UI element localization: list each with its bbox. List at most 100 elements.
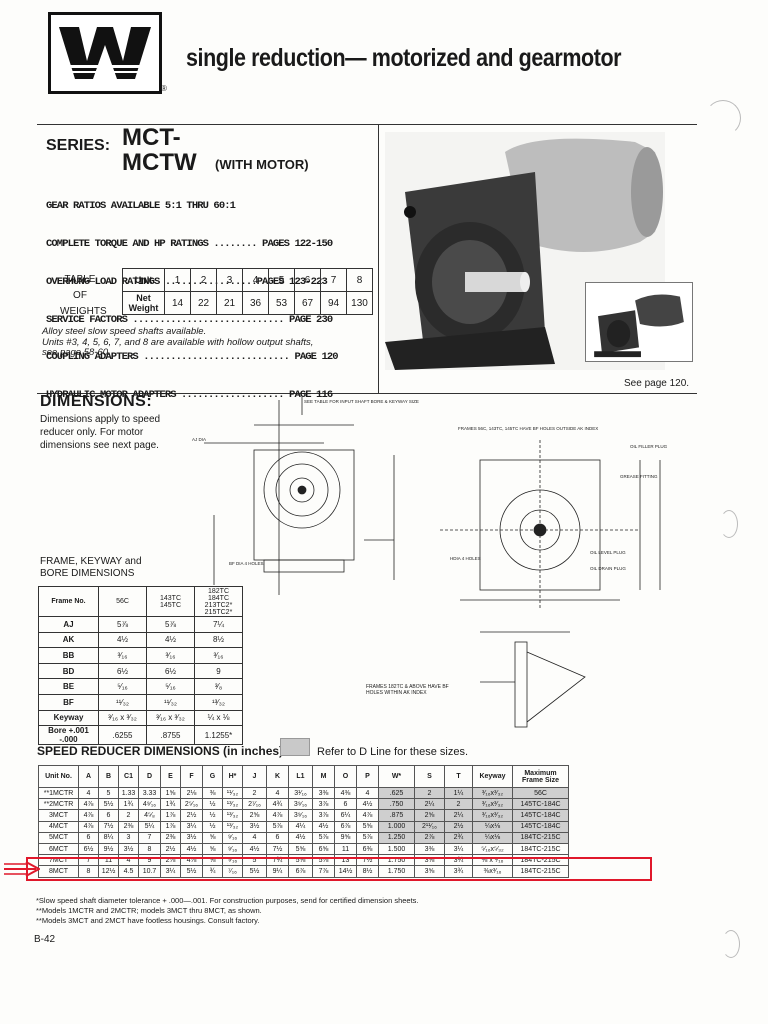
table-cell: 2	[118, 809, 139, 822]
table-cell: ½	[202, 820, 223, 833]
dimensions-description: Dimensions apply to speed reducer only. …	[40, 414, 161, 451]
series-name: MCT-	[122, 124, 181, 151]
spec-line: HYDRAULIC MOTOR ADAPTERS ...............…	[46, 389, 333, 402]
weights-row-values: Net Weight 14 22 21 36 53 67 94 130	[122, 291, 373, 315]
series-name: MCTW	[122, 149, 197, 176]
table-cell: 5⅝	[288, 842, 313, 856]
table-cell: 2½	[160, 842, 181, 856]
table-cell: ¹¹⁄₃₂	[222, 786, 243, 800]
series-label: SERIES:	[46, 137, 111, 154]
table-cell: 7	[138, 831, 161, 844]
table-cell: 145TC-184C	[512, 798, 569, 811]
table-cell: 145TC-184C	[512, 820, 569, 833]
table-cell: 6MCT	[38, 842, 79, 856]
column-header: S	[414, 765, 445, 788]
column-header: F	[180, 765, 203, 788]
table-cell: ¼x⅛	[472, 820, 513, 833]
table-cell: ⅝	[202, 831, 223, 844]
table-cell: 6	[78, 831, 99, 844]
table-cell: 1.250	[378, 831, 415, 844]
table-cell: 7⅞	[312, 865, 335, 878]
drawing-label: SEE TABLE FOR INPUT SHAFT BORE & KEYWAY …	[304, 399, 419, 404]
table-cell: 4⅜	[334, 786, 357, 800]
table-cell: ³⁄₁₆x³⁄₃₂	[472, 798, 513, 811]
table-cell: 5⅞	[356, 831, 379, 844]
table-cell: 2¾	[444, 831, 473, 844]
divider	[37, 124, 697, 125]
divider	[378, 124, 379, 394]
table-cell: 5¼	[138, 820, 161, 833]
table-cell: 6¼	[334, 809, 357, 822]
table-cell: 2⅝	[242, 809, 267, 822]
table-cell: 4⁹⁄₁₆	[138, 798, 161, 811]
column-header: P	[356, 765, 379, 788]
logo-mark-icon	[57, 27, 153, 79]
spec-line: SERVICE FACTORS ........................…	[46, 313, 333, 326]
binder-hole-mark	[705, 100, 741, 136]
table-cell: 11	[334, 842, 357, 856]
table-cell: 2	[242, 786, 267, 800]
table-cell: 3½	[118, 842, 139, 856]
table-cell: 3¹⁄₁₆	[288, 786, 313, 800]
table-cell: 3⅞	[312, 798, 335, 811]
table-cell: ⁵⁄₁₆x⁵⁄₃₂	[472, 842, 513, 856]
table-cell: ³⁄₁₆x³⁄₃₂	[472, 809, 513, 822]
table-cell: 2½	[444, 820, 473, 833]
front-view-drawing: SEE TABLE FOR INPUT SHAFT BORE & KEYWAY …	[192, 397, 419, 595]
table-cell: 8	[138, 842, 161, 856]
table-cell: ¼x⅛	[472, 831, 513, 844]
table-cell: 4½	[312, 820, 335, 833]
table-cell: 4½	[288, 831, 313, 844]
table-cell: 3⅜	[414, 842, 445, 856]
table-cell: **2MCTR	[38, 798, 79, 811]
table-cell: 4⁵⁄₈	[138, 809, 161, 822]
table-cell: 184TC-215C	[512, 831, 569, 844]
drawing-label: OIL DRAIN PLUG	[590, 566, 626, 571]
drawing-label: HDIA 4 HOLES	[450, 556, 481, 561]
weights-table: Unit 1 2 3 4 5 6 7 8 Net Weight 14 22 21…	[122, 268, 373, 315]
table-cell: 1¾	[160, 798, 181, 811]
d-line-swatch	[280, 738, 310, 756]
table-cell: 6	[98, 809, 119, 822]
table-cell: .750	[378, 798, 415, 811]
table-cell: 3¼	[180, 820, 203, 833]
table-cell: 1¼	[444, 786, 473, 800]
table-cell: .625	[378, 786, 415, 800]
page-number: B-42	[34, 934, 56, 945]
frame-table-title: FRAME, KEYWAY and BORE DIMENSIONS	[40, 556, 142, 579]
divider	[37, 393, 697, 394]
table-cell: ³⁄₁₆x³⁄₃₂	[472, 786, 513, 800]
column-header: K	[266, 765, 289, 788]
table-cell: 4⅞	[356, 809, 379, 822]
arrow-right-icon	[4, 861, 40, 877]
table-cell: 6	[334, 798, 357, 811]
table-cell: 6⅝	[312, 842, 335, 856]
table-cell: ¹³⁄₃₂	[222, 820, 243, 833]
binder-hole-mark	[720, 510, 738, 538]
weights-row-units: Unit 1 2 3 4 5 6 7 8	[122, 268, 373, 292]
binder-hole-mark	[722, 930, 740, 958]
column-header: H*	[222, 765, 243, 788]
table-cell: 2½	[180, 809, 203, 822]
spec-line: COMPLETE TORQUE AND HP RATINGS ........ …	[46, 237, 333, 250]
see-page-note: See page 120.	[624, 378, 690, 389]
table-cell: ⅝	[202, 842, 223, 856]
table-cell: 4⅞	[78, 809, 99, 822]
table-cell: 5⅞	[266, 820, 289, 833]
spec-line: GEAR RATIOS AVAILABLE 5:1 THRU 60:1	[46, 200, 236, 213]
column-header: B	[98, 765, 119, 788]
flange-detail-drawing	[480, 631, 586, 728]
column-header: G	[202, 765, 223, 788]
table-cell: 3	[118, 831, 139, 844]
column-header: T	[444, 765, 473, 788]
column-header: C1	[118, 765, 139, 788]
table-cell: 3¾	[444, 865, 473, 878]
row-highlight-7mct	[26, 857, 652, 881]
